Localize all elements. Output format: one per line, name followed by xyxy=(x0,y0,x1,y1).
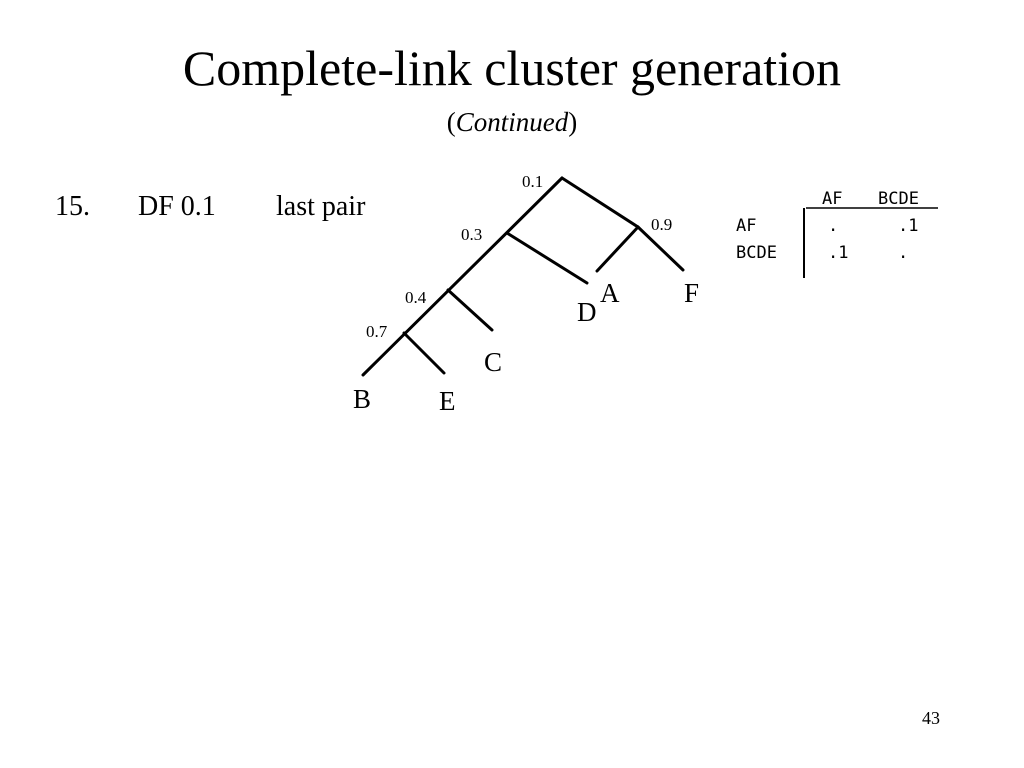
leaf-label-f: F xyxy=(684,278,699,308)
level-label: 0.7 xyxy=(366,322,388,341)
level-label: 0.1 xyxy=(522,172,543,191)
leaf-label-a: A xyxy=(600,278,620,308)
leaf-label-e: E xyxy=(439,386,456,416)
matrix-cell: . xyxy=(828,216,838,236)
leaf-label-d: D xyxy=(577,297,597,327)
matrix-cell: . xyxy=(898,243,908,263)
dendrogram-branch xyxy=(361,176,564,377)
step-note: last pair xyxy=(276,191,366,222)
matrix-row-header: BCDE xyxy=(736,243,777,263)
level-label: 0.3 xyxy=(461,225,482,244)
step-pair: DF 0.1 xyxy=(138,191,216,222)
matrix-column-header: BCDE xyxy=(878,189,919,209)
matrix-cell: .1 xyxy=(898,216,918,236)
subtitle-open-paren: ( xyxy=(446,107,456,137)
dendrogram-branch xyxy=(505,231,589,285)
leaf-label-c: C xyxy=(484,347,502,377)
matrix-row-header: AF xyxy=(736,216,756,236)
matrix-cell: .1 xyxy=(828,243,848,263)
matrix-column-header: AF xyxy=(822,189,842,209)
level-label: 0.9 xyxy=(651,215,672,234)
dendrogram-branch xyxy=(595,225,640,273)
slide-title: Complete-link cluster generation xyxy=(182,40,842,96)
dendrogram-branch xyxy=(446,288,494,332)
dendrogram-branch xyxy=(402,331,446,375)
dendrogram-branch xyxy=(636,225,685,272)
dendrogram-branch xyxy=(560,176,640,229)
subtitle-close-paren: ) xyxy=(568,107,578,137)
step-number: 15. xyxy=(55,191,90,222)
leaf-label-b: B xyxy=(353,384,371,414)
slide-subtitle: (Continued) xyxy=(0,106,1024,138)
level-label: 0.4 xyxy=(405,288,427,307)
subtitle-continued: Continued xyxy=(455,107,569,137)
slide-number: 43 xyxy=(922,708,940,728)
